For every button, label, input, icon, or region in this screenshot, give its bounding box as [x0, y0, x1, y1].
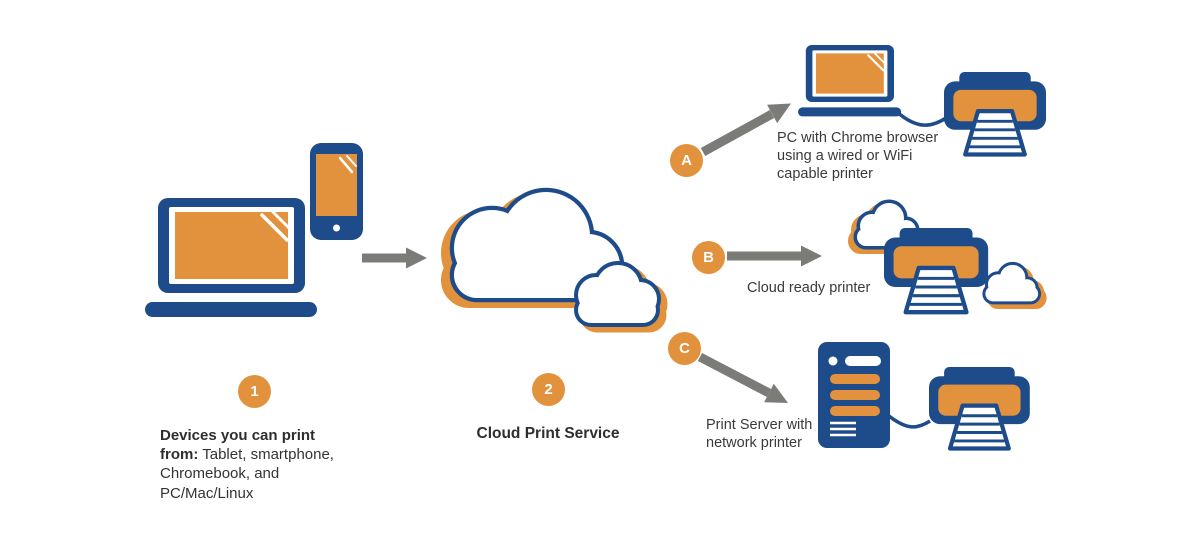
branch-a-caption: PC with Chrome browser using a wired or …: [777, 130, 939, 183]
arrow-right-icon: [727, 245, 822, 267]
printer-icon: [884, 228, 988, 312]
cable: [895, 110, 947, 127]
cable: [887, 414, 931, 429]
branch-badge-b: B: [692, 241, 725, 274]
branch-c-caption: Print Server with network printer: [706, 417, 813, 452]
step-badge-1: 1: [238, 375, 271, 408]
branch-badge-c: C: [668, 332, 701, 365]
arrow-right-icon: [362, 247, 427, 269]
cloud-service-caption: Cloud Print Service: [476, 425, 620, 442]
source-devices-caption-lead: Devices you can print from:: [160, 427, 316, 464]
cloud-icon-small: [578, 265, 663, 328]
laptop-icon: [143, 196, 319, 319]
smartphone-icon: [310, 143, 363, 240]
arrow-down-right-icon: [697, 353, 788, 403]
source-devices-caption: Devices you can print from: Tablet, smar…: [160, 426, 338, 503]
branch-badge-a: A: [670, 144, 703, 177]
server-icon: [818, 342, 890, 448]
cloud-icon-small: [985, 265, 1043, 306]
arrow-up-right-icon: [700, 103, 791, 156]
branch-b-caption: Cloud ready printer: [747, 280, 871, 296]
printer-icon: [944, 72, 1046, 154]
step-badge-2: 2: [532, 373, 565, 406]
laptop-icon: [796, 43, 903, 118]
printer-icon: [929, 367, 1030, 448]
source-devices-caption-rest: Tablet, smartphone, Chromebook, and PC/M…: [160, 446, 334, 502]
